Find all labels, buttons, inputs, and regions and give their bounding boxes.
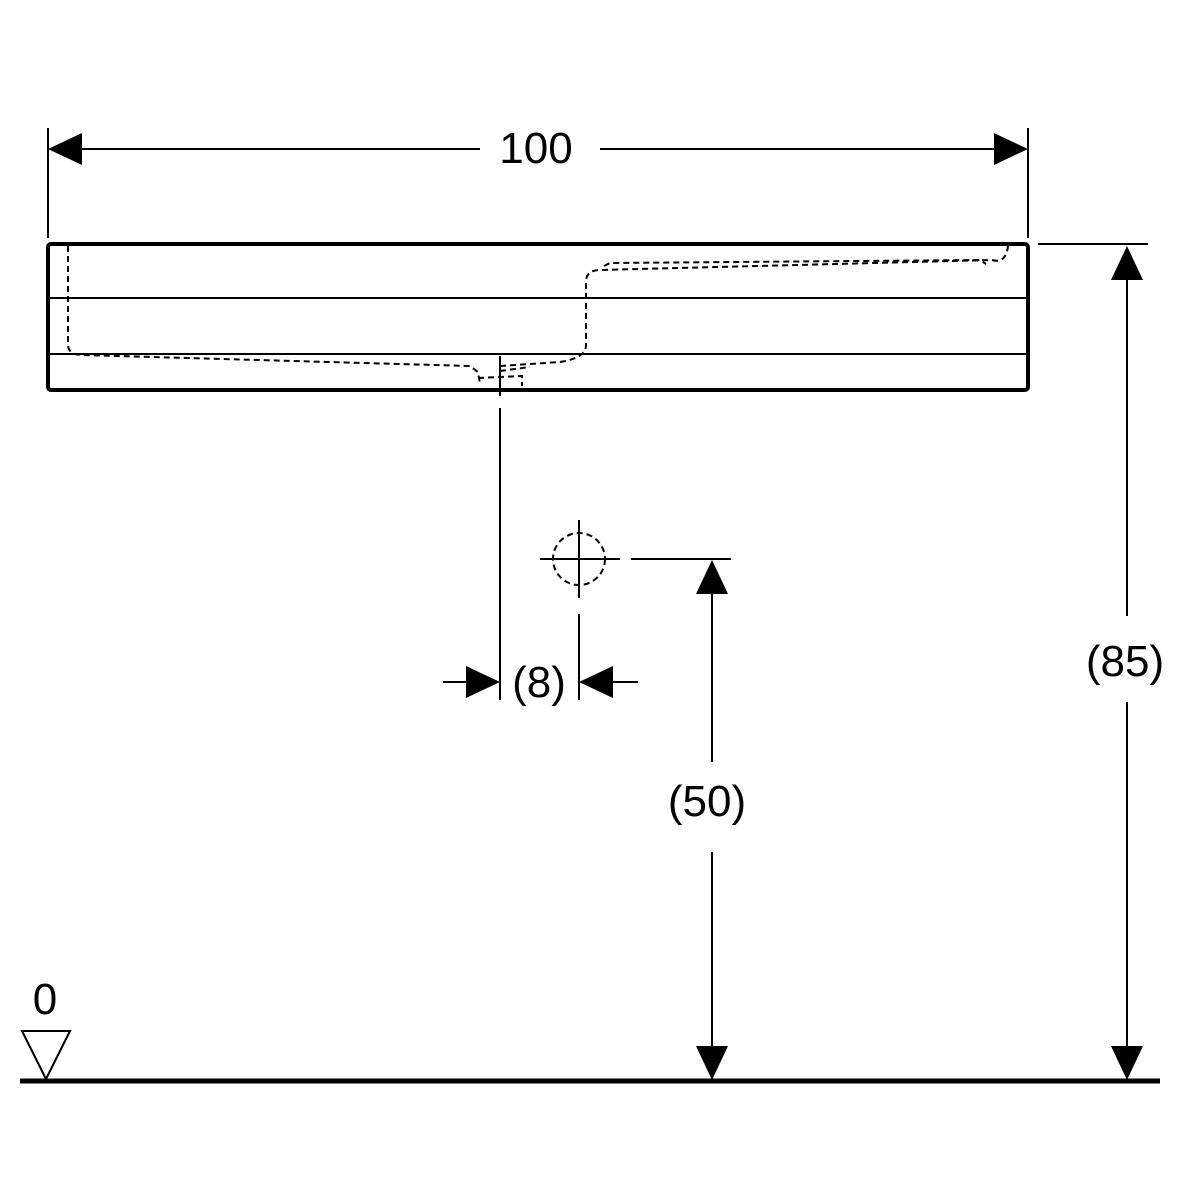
height-dimension: (85) — [1038, 243, 1164, 1080]
outlet-height-dimension: (50) — [631, 558, 746, 1080]
outlet-height-label: (50) — [668, 777, 746, 826]
arrowhead-icon — [579, 666, 613, 698]
basin-hidden-contour — [67, 245, 1009, 386]
width-label: 100 — [499, 124, 572, 173]
floor-level: 0 — [20, 975, 1160, 1084]
arrowhead-icon — [466, 666, 500, 698]
triangle-down-icon — [20, 1030, 72, 1082]
arrowhead-icon — [696, 560, 728, 594]
arrowhead-icon — [48, 133, 82, 165]
width-dimension: 100 — [47, 124, 1029, 238]
basin-outline — [46, 242, 1030, 392]
arrowhead-icon — [994, 133, 1028, 165]
arrowhead-icon — [1111, 1046, 1143, 1080]
circle-crosshair-icon — [540, 520, 620, 598]
outlet-offset-dimension: (8) — [443, 614, 638, 707]
height-label: (85) — [1086, 637, 1164, 686]
outlet-offset-label: (8) — [512, 658, 566, 707]
arrowhead-icon — [696, 1046, 728, 1080]
arrowhead-icon — [1111, 246, 1143, 280]
floor-level-label: 0 — [33, 975, 57, 1024]
